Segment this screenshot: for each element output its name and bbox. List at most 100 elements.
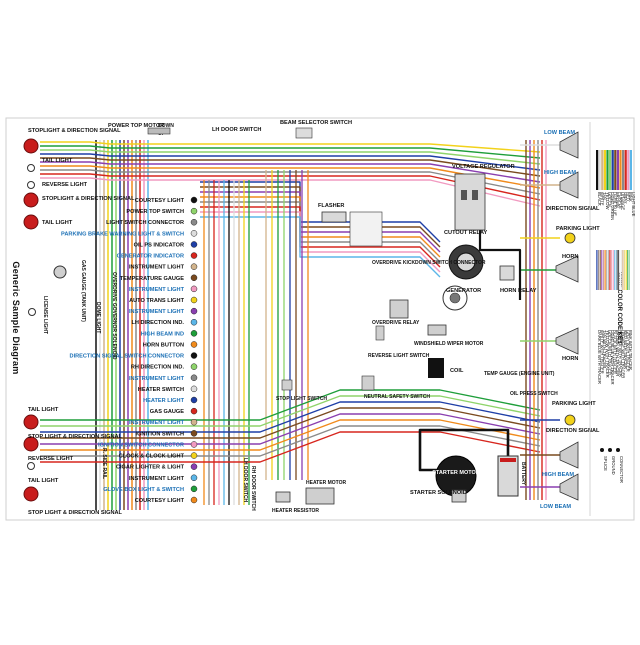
lh-door-switch-label: LH DOOR SWITCH xyxy=(212,127,261,133)
flasher-icon xyxy=(321,211,347,223)
oil-press-switch-label: OIL PRESS SWITCH xyxy=(510,391,558,397)
color-swatch xyxy=(622,150,625,190)
diagram-title: Generic Sample Diagram xyxy=(11,261,21,374)
indicator-lamp-icon xyxy=(190,341,198,348)
dash-label: CLOCK & CLOCK LIGHT xyxy=(119,454,185,460)
dash-label: HIGH BEAM IND xyxy=(141,331,184,337)
overdrive-governor-label: OVERDRIVE GOVERNOR SOLENOID xyxy=(111,272,117,360)
parking-light-icon xyxy=(564,414,576,426)
headlight-high-beam-icon xyxy=(559,171,579,199)
indicator-lamp-icon xyxy=(190,285,198,293)
indicator-lamp-icon xyxy=(190,218,198,226)
headlight-low-beam-icon xyxy=(559,131,579,159)
indicator-lamp-icon xyxy=(190,463,198,470)
tracer-stripe xyxy=(625,250,627,290)
heater-motor-icon xyxy=(305,487,335,505)
wire xyxy=(40,431,541,463)
headlight-high-beam-icon xyxy=(559,441,579,469)
dash-label: HEATER LIGHT xyxy=(143,398,184,404)
side-rail-label: R. SIDE RAIL xyxy=(101,448,107,479)
tracer-key-label: GRAY WITH TRACER xyxy=(626,330,631,372)
left-label: REVERSE LIGHT xyxy=(28,456,74,462)
wire xyxy=(40,153,541,171)
high-beam-label: HIGH BEAM xyxy=(544,170,576,176)
wire xyxy=(478,230,522,300)
left-label: STOPLIGHT & DIRECTION SIGNAL xyxy=(42,196,135,202)
headlight-low-beam-icon xyxy=(559,473,579,501)
dash-label: GENERATOR INDICATOR xyxy=(117,254,184,260)
dash-label: COURTESY LIGHT xyxy=(135,498,185,504)
reverse-light-switch-label: REVERSE LIGHT SWITCH xyxy=(368,353,430,359)
heater-motor-label: HEATER MOTOR xyxy=(306,480,346,486)
tracer-stripe xyxy=(612,250,614,290)
indicator-lamp-icon xyxy=(190,418,198,426)
key-symbol-label: CONNECTOR xyxy=(619,456,624,483)
tracer-key-label: RED WITH TRACER xyxy=(623,330,628,369)
low-beam-label: LOW BEAM xyxy=(544,130,575,136)
left-label: TAIL LIGHT xyxy=(42,220,73,226)
voltage-regulator-label: VOLTAGE REGULATOR xyxy=(452,164,515,170)
tracer-key-label: BROWN WITH TRACER xyxy=(615,330,620,376)
horn-label: HORN xyxy=(562,254,578,260)
wire xyxy=(40,425,541,457)
cutout-relay-label: CUTOUT RELAY xyxy=(444,230,487,236)
indicator-lamp-icon xyxy=(190,207,198,215)
indicator-lamp-icon xyxy=(190,363,198,370)
regulator-contact-icon xyxy=(461,190,467,200)
battery-icon xyxy=(497,455,519,497)
color-swatch xyxy=(619,150,622,190)
direction-signal-label: DIRECTION SIGNAL xyxy=(546,206,600,212)
indicator-lamp-icon xyxy=(190,318,198,326)
indicator-lamp-icon xyxy=(190,441,198,448)
tracer-key-label: ORANGE WITH TRACER xyxy=(620,330,625,378)
tracer-stripe xyxy=(601,250,603,290)
dash-label: AUTO TRANS LIGHT xyxy=(129,298,184,304)
left-label: TAIL LIGHT xyxy=(42,158,73,164)
tracer-key-label: PINK WITH TRACER xyxy=(628,330,633,370)
color-key-label: YELLOW xyxy=(605,192,610,210)
color-swatch xyxy=(598,150,601,190)
color-key-label: ORANGE xyxy=(620,192,625,210)
key-symbol-icon xyxy=(616,448,620,452)
horn-label: HORN xyxy=(562,356,578,362)
wiper-motor-label: WINDSHIELD WIPER MOTOR xyxy=(414,341,484,347)
dash-label: HEATER SWITCH xyxy=(138,387,184,393)
wire-color-key-heading: WIRE COLOR CODE KEY xyxy=(616,272,622,344)
color-key-label: LIGHT BLUE xyxy=(631,192,636,217)
color-swatch xyxy=(601,150,604,190)
indicator-lamp-icon xyxy=(190,407,198,415)
tracer-stripe xyxy=(604,250,606,290)
dash-label: INSTRUMENT LIGHT xyxy=(129,309,185,315)
dash-label: INSTRUMENT LIGHT xyxy=(129,287,185,293)
tracer-stripe xyxy=(617,250,619,290)
horn-icon xyxy=(555,327,579,355)
left-labels: STOPLIGHT & DIRECTION SIGNAL TAIL LIGHT … xyxy=(28,128,135,516)
key-symbol-icon xyxy=(600,448,604,452)
dash-label: TEMPERATURE GAUGE xyxy=(120,276,184,282)
wire xyxy=(40,413,541,445)
wire xyxy=(40,161,541,183)
regulator-contact-icon xyxy=(472,190,478,200)
stoplight-lamp-icon xyxy=(23,138,39,154)
dash-label: INSTRUMENT LIGHT xyxy=(129,265,185,271)
indicator-lamp-icon xyxy=(190,241,198,248)
color-swatch xyxy=(596,150,599,190)
stop-light-switch-label: STOP LIGHT SWITCH xyxy=(276,396,327,402)
battery-positive-post-icon xyxy=(500,458,516,462)
tracer-key-label: GREEN WITH TRACER xyxy=(607,330,612,375)
dash-label: CIGAR LIGHTER & LIGHT xyxy=(116,465,185,471)
wire xyxy=(40,389,541,421)
dash-label: HORN BUTTON xyxy=(143,342,184,348)
dash-label: GAS GAUGE xyxy=(150,409,184,415)
tracer-key-label: LIGHT BLUE WITH TRACER xyxy=(610,330,615,385)
dash-label: INSTRUMENT LIGHT xyxy=(129,420,185,426)
tracer-key-label: YELLOW WITH TRACER xyxy=(605,330,610,378)
overdrive-relay-label: OVERDRIVE RELAY xyxy=(372,320,420,326)
generator-label: GENERATOR xyxy=(446,288,481,294)
beam-selector-switch-label: BEAM SELECTOR SWITCH xyxy=(280,120,352,126)
tracer-key-label: WHITE WITH TRACER xyxy=(600,330,605,374)
indicator-lamp-icon xyxy=(190,430,198,437)
horn-icon xyxy=(555,255,579,283)
color-swatch xyxy=(629,150,632,190)
